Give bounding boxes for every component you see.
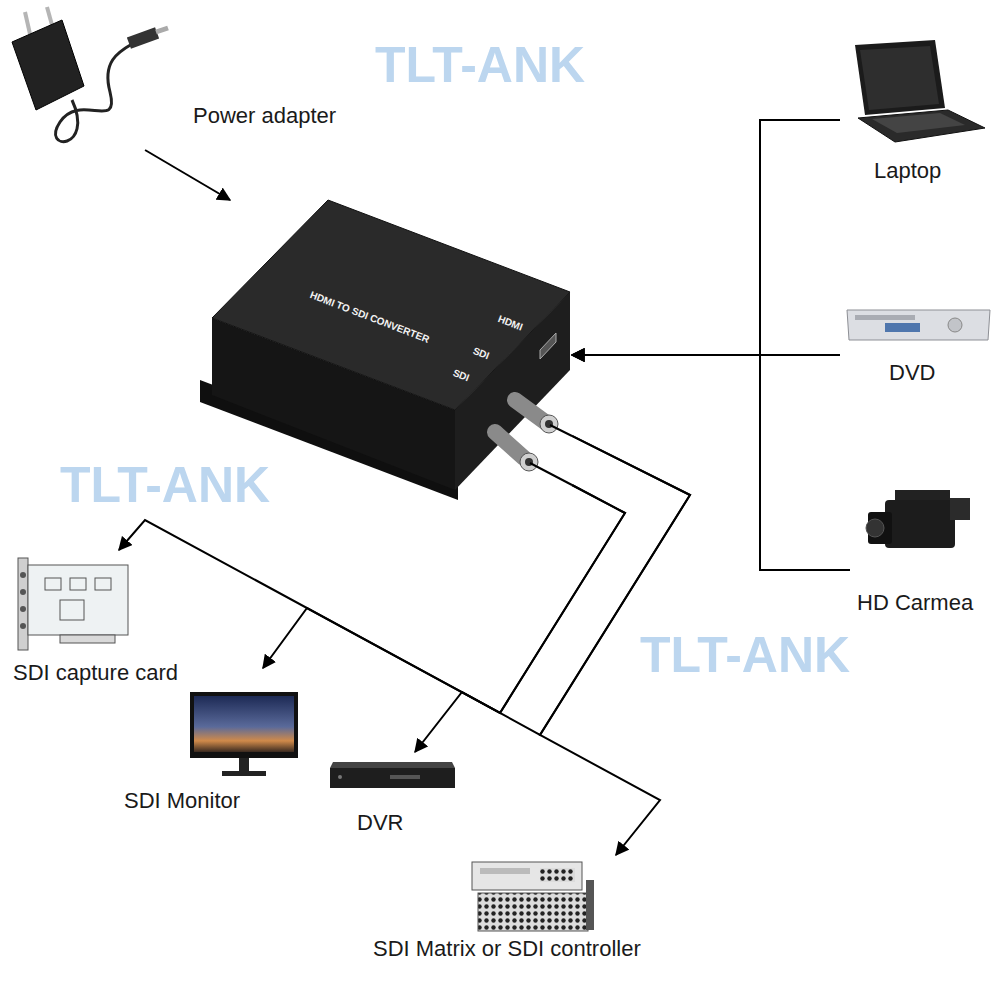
monitor-frame — [190, 692, 298, 758]
watermark: TLT-ANK — [60, 460, 270, 510]
monitor-stand — [239, 758, 249, 772]
camera-icon — [866, 490, 970, 548]
capture-card-icon — [18, 558, 128, 650]
converter-side — [455, 292, 570, 490]
device-box: SDI capture card — [10, 550, 210, 690]
device-label: DVD — [889, 360, 935, 385]
dvr-front — [330, 768, 455, 788]
signal-line — [119, 485, 625, 713]
converter-icon — [200, 200, 572, 500]
plug-prong — [47, 7, 52, 25]
device-box: SDI Monitor — [120, 668, 305, 818]
device-label: SDI capture card — [13, 660, 178, 685]
camera-lens — [866, 519, 884, 537]
laptop-screen — [855, 40, 945, 115]
dvd-tray — [855, 315, 915, 320]
card-chip — [95, 578, 111, 590]
card-bracket — [18, 558, 28, 650]
device-label: SDI Monitor — [124, 788, 240, 813]
device-box: DVD — [840, 298, 995, 390]
signal-line — [572, 355, 850, 570]
laptop-keyboard — [872, 113, 965, 133]
dvd-icon — [847, 310, 990, 340]
device-box: Laptop — [840, 35, 995, 190]
dvd-body — [847, 310, 990, 340]
bnc-connector — [520, 453, 538, 471]
bnc-connector — [515, 400, 545, 422]
watermark: TLT-ANK — [375, 40, 585, 90]
camera-viewfinder — [950, 498, 970, 520]
dvd-display — [885, 323, 920, 332]
dvr-top — [330, 762, 455, 768]
laptop-screen — [860, 46, 939, 110]
panel-marking: HDMI — [496, 314, 523, 332]
dvd-knob — [948, 318, 962, 332]
device-box: HD Carmea — [850, 485, 990, 620]
device-label: Power adapter — [193, 103, 336, 128]
device-box: SDI Matrix or SDI controller — [368, 855, 693, 970]
card-board — [28, 565, 128, 635]
bnc-connector — [495, 432, 524, 458]
plug-prong — [25, 12, 30, 34]
panel-marking: SDI — [451, 368, 470, 383]
hdmi-port — [540, 333, 556, 359]
signal-line — [145, 150, 230, 200]
monitor-stand — [222, 771, 266, 776]
device-box: DVR — [325, 752, 460, 840]
card-chip — [70, 578, 86, 590]
device-box: Power adapter — [5, 5, 365, 150]
watermark: TLT-ANK — [640, 630, 850, 680]
barrel-plug — [127, 27, 159, 49]
monitor-icon — [190, 692, 298, 776]
matrix-unit — [472, 862, 582, 890]
signal-line — [572, 120, 840, 355]
laptop-icon — [855, 40, 985, 142]
barrel-tip — [156, 28, 168, 32]
camera-body — [885, 500, 955, 548]
signal-line — [415, 436, 690, 752]
power-cable — [56, 44, 132, 142]
laptop-base — [858, 110, 985, 142]
power-adapter-icon — [12, 7, 168, 142]
card-chip — [60, 600, 84, 620]
dvr-icon — [330, 762, 455, 788]
plug-body — [12, 20, 84, 110]
card-chip — [45, 578, 61, 590]
matrix-icon — [472, 862, 594, 931]
matrix-panel — [480, 868, 530, 874]
sdi-cable-stub — [550, 425, 572, 436]
monitor-screen — [194, 696, 294, 752]
device-label: DVR — [357, 810, 403, 835]
camera-handle — [895, 490, 950, 500]
panel-marking: SDI — [471, 346, 490, 361]
dvr-slot — [390, 775, 420, 779]
device-label: Laptop — [874, 158, 941, 183]
bnc-connector — [540, 415, 558, 433]
matrix-buttons — [540, 868, 575, 882]
matrix-side — [586, 880, 594, 930]
matrix-unit — [478, 893, 588, 931]
device-label: SDI Matrix or SDI controller — [373, 936, 641, 961]
card-fingers — [60, 635, 115, 643]
signal-line — [263, 485, 625, 713]
panel-marking: HDMI TO SDI CONVERTER — [308, 290, 430, 345]
converter-box: HDMI TO SDI CONVERTER HDMI SDISDI — [212, 200, 572, 492]
sdi-cable-stub — [530, 463, 572, 485]
device-label: HD Carmea — [857, 590, 973, 615]
